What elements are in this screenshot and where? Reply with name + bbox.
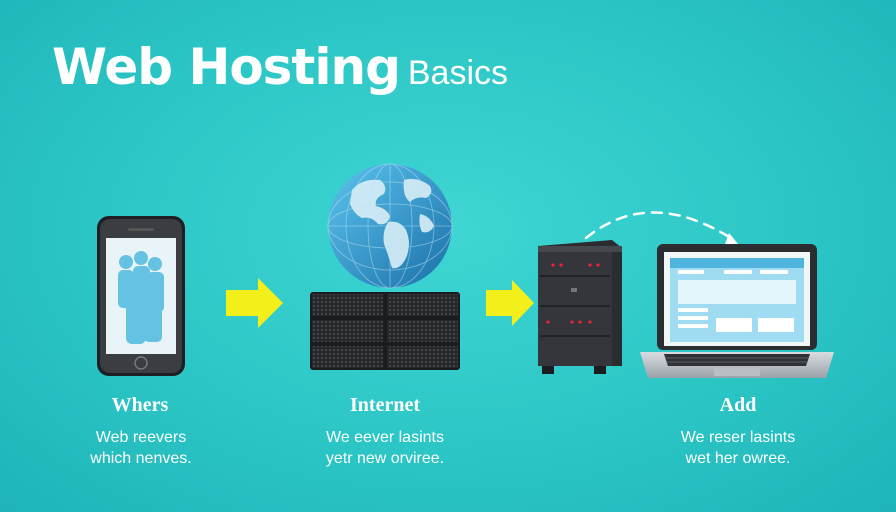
desc-line: yetr new orviree. <box>325 450 445 467</box>
title-sub: Basics <box>407 54 509 92</box>
step-desc-add: We reser lasints wet her owree. <box>618 427 858 469</box>
desc-line: We eever lasints <box>326 429 444 446</box>
desc-line: wet her owree. <box>685 450 791 467</box>
step-desc-internet: We eever lasints yetr new orviree. <box>265 427 505 469</box>
arrow-right-icon <box>226 278 283 328</box>
step-label-internet: Internet <box>350 394 420 416</box>
step-label-whers: Whers <box>111 394 169 416</box>
dashed-arc-arrow-icon <box>584 211 738 244</box>
laptop-icon <box>640 244 834 378</box>
globe-icon <box>327 163 453 289</box>
server-rack-icon <box>310 292 460 370</box>
title-main: Web Hosting <box>52 38 401 96</box>
step-label-add: Add <box>719 394 757 416</box>
smartphone-icon <box>97 216 185 376</box>
step-desc-whers: Web reevers which nenves. <box>21 427 261 469</box>
arrow-right-icon <box>486 280 534 326</box>
desc-line: which nenves. <box>90 450 192 467</box>
desc-line: Web reevers <box>95 429 187 446</box>
tower-server-icon <box>538 240 622 374</box>
desc-line: We reser lasints <box>680 429 796 446</box>
